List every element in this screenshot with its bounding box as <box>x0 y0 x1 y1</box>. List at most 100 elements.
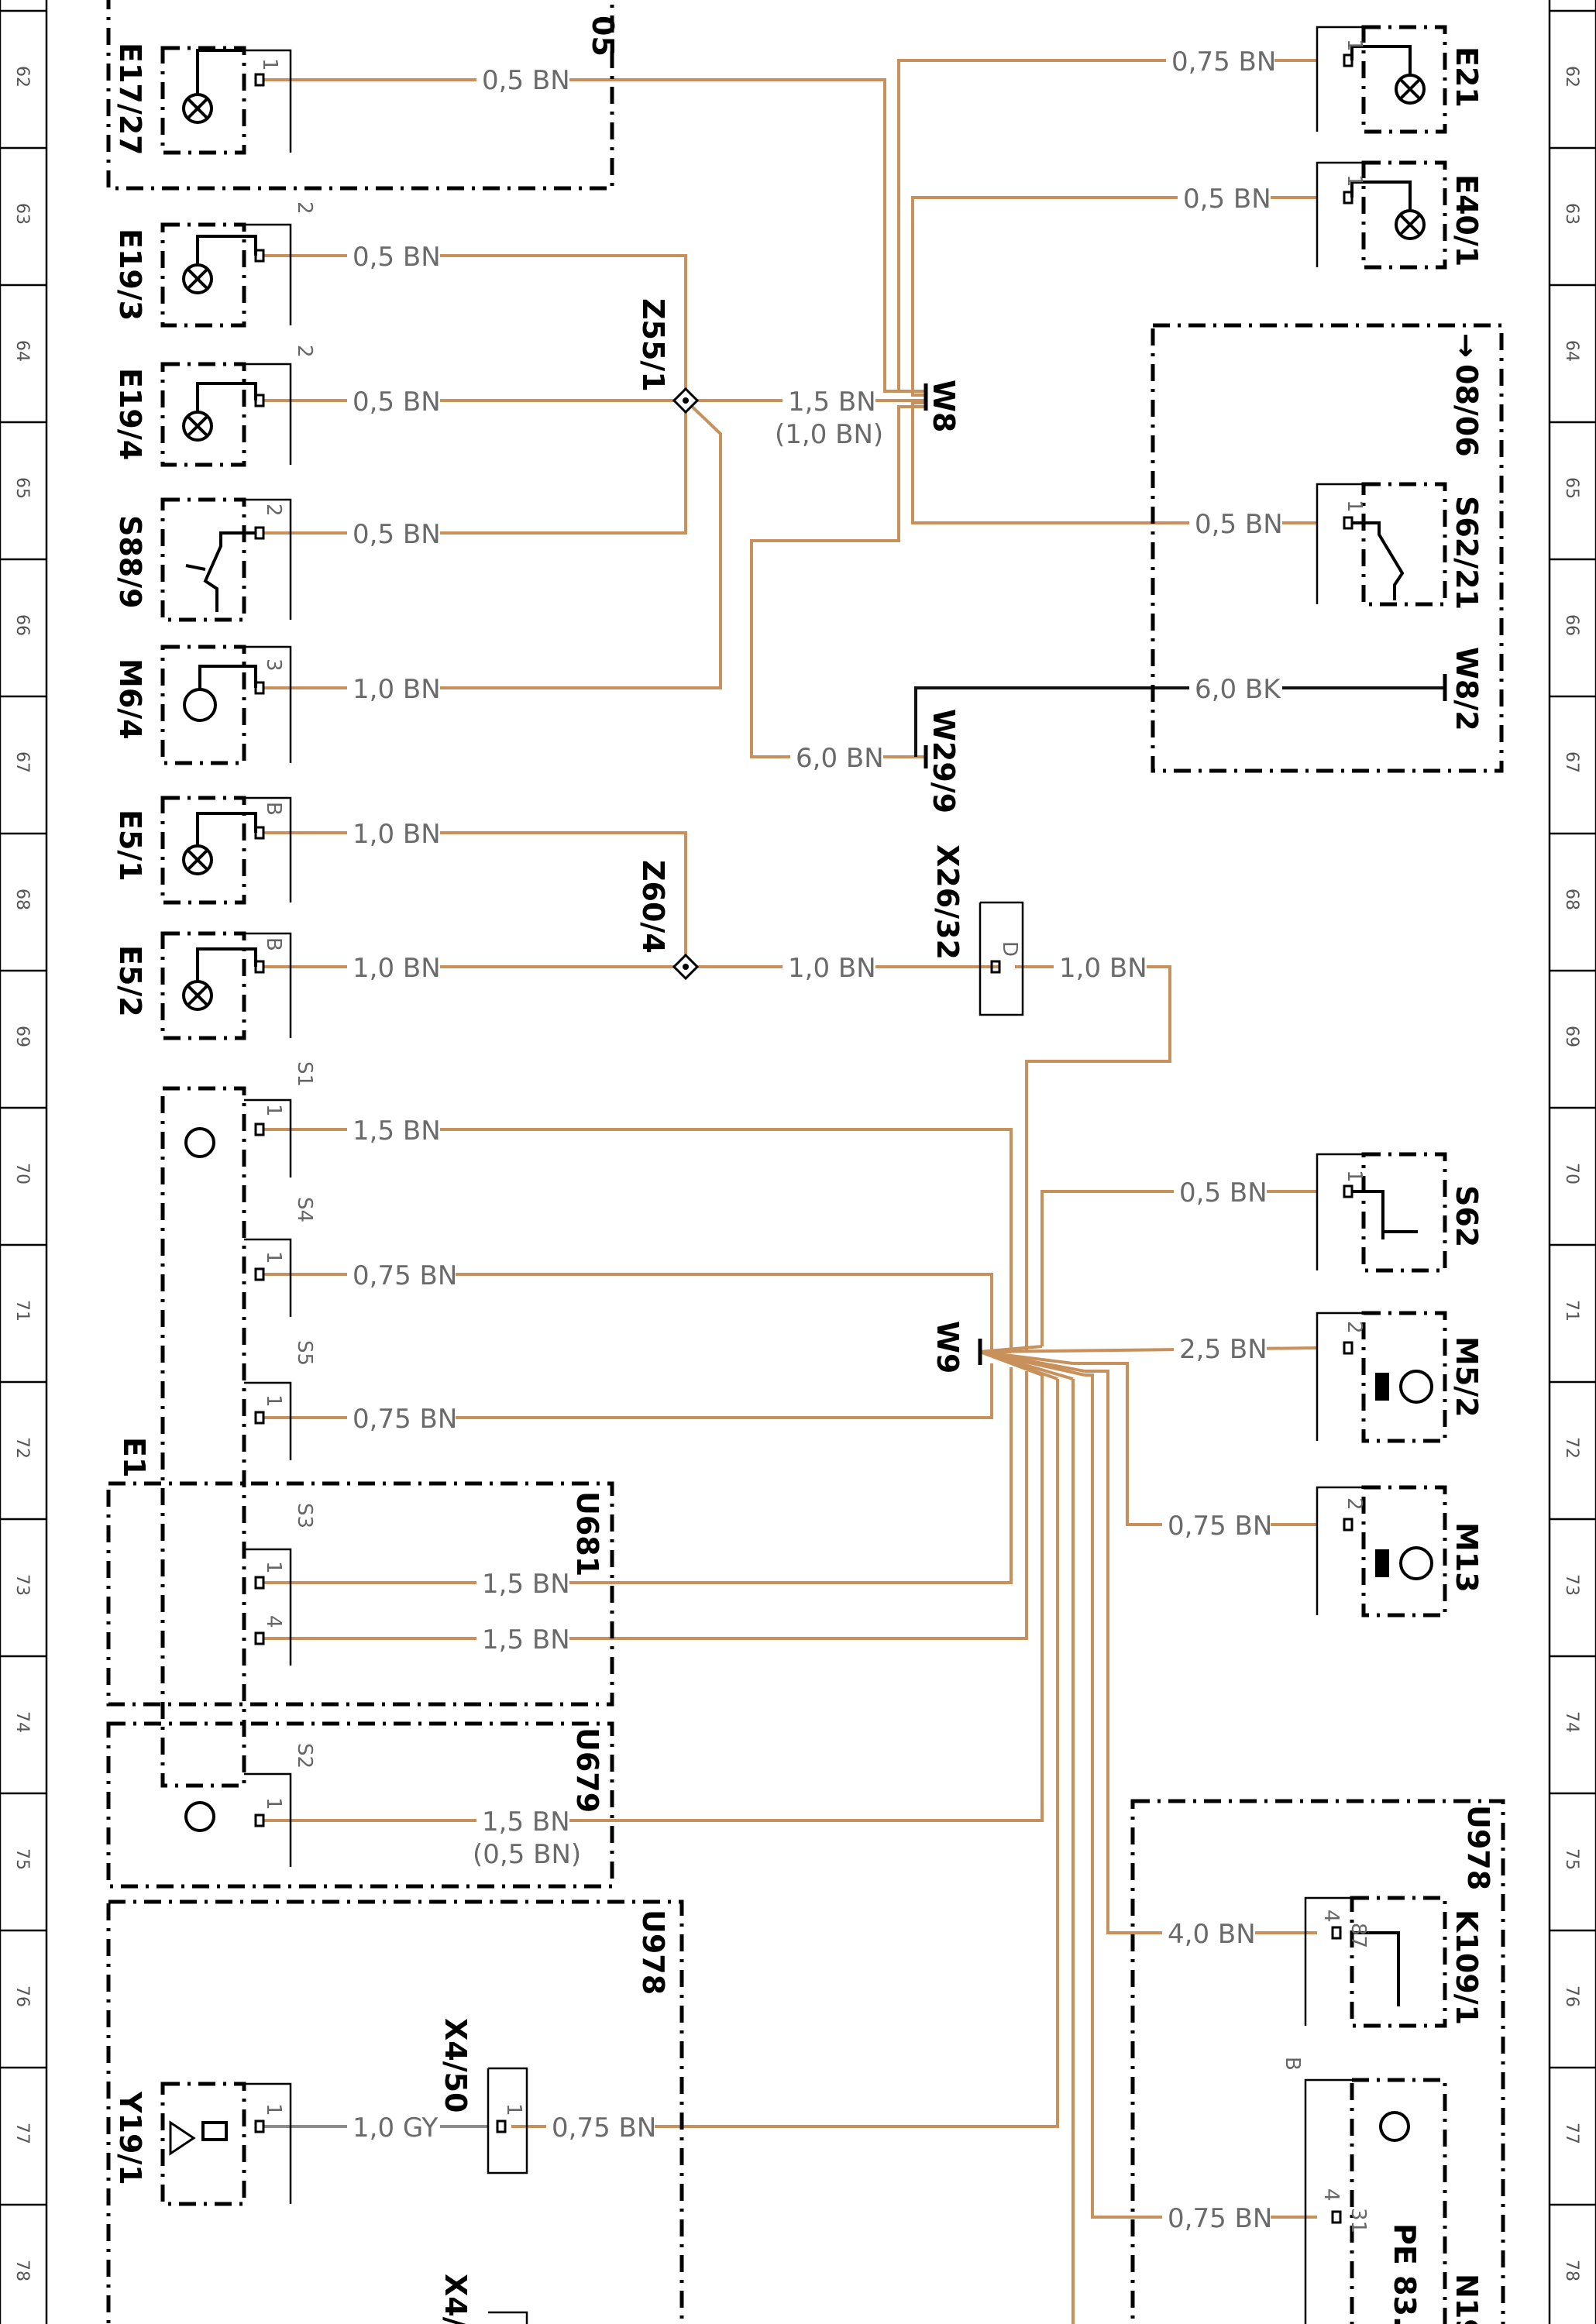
label-z60-4: Z60/4 <box>636 860 670 954</box>
box-u978-right <box>1130 1799 1505 2324</box>
pin-s2: S2 <box>293 1743 316 1769</box>
wire-label-z60-out: 1,0 BN <box>788 953 876 984</box>
label-n19: N19 <box>1450 2274 1484 2324</box>
box-08-06-group <box>1151 323 1504 773</box>
pin-s62: 1 <box>1343 1170 1366 1183</box>
grid-row-label: 62 <box>12 66 32 88</box>
s62-21-switch <box>1316 482 1447 607</box>
left-grid-strip <box>0 0 48 2324</box>
label-x26-32: X26/32 <box>930 844 965 960</box>
e1-s1-sensor <box>184 1098 292 1177</box>
label-e5-1: E5/1 <box>113 810 147 882</box>
pin-s4-num: 1 <box>262 1251 285 1264</box>
wire-label-x26-out: 1,0 BN <box>1059 953 1147 984</box>
e5-2-lamp <box>160 931 292 1040</box>
x26-32-connector <box>979 901 1024 1016</box>
pin-s3: S3 <box>293 1503 316 1528</box>
label-pe835: PE 83.5 <box>1388 2223 1422 2324</box>
wire-label-m6-4: 1,0 BN <box>353 674 441 705</box>
label-u679: U679 <box>570 1728 604 1813</box>
grid-row-label: 62 <box>1562 66 1581 88</box>
wire-labels: 0,5 BN 0,5 BN 0,5 BN 0,5 BN 1,0 BN 1,0 B… <box>347 45 1283 2234</box>
grid-row-label: 76 <box>12 1985 32 2007</box>
label-z55-1: Z55/1 <box>636 298 670 392</box>
label-w29-9: W29/9 <box>927 709 961 813</box>
grid-row-label: 66 <box>1562 614 1581 636</box>
grid-row-label: 70 <box>1562 1163 1581 1184</box>
label-m13: M13 <box>1450 1522 1484 1593</box>
grid-row-label: 78 <box>12 2260 32 2281</box>
pin-s5-num: 1 <box>262 1394 285 1408</box>
grid-row-label: 74 <box>12 1711 32 1733</box>
label-x4-50: X4/50 <box>439 2018 473 2113</box>
grid-row-label: 73 <box>12 1574 32 1596</box>
right-grid-strip <box>1548 0 1596 2324</box>
pin-s2-num: 1 <box>262 1797 285 1810</box>
grid-row-label: 78 <box>1562 2260 1581 2281</box>
e21-lamp <box>1316 25 1447 134</box>
z55-1-splice <box>672 387 700 414</box>
e19-3-lamp <box>160 222 292 328</box>
z60-4-splice <box>672 953 700 981</box>
wire-label-s2-alt: (0,5 BN) <box>473 1839 581 1870</box>
grid-row-label: 67 <box>1562 751 1581 773</box>
e1-s4-sensor <box>244 1238 292 1317</box>
label-u681: U681 <box>570 1491 604 1576</box>
wire-label-s62-21: 0,5 BN <box>1195 509 1283 540</box>
pin-n19-4: 4 <box>1319 2188 1343 2202</box>
label-w9: W9 <box>930 1321 965 1373</box>
grid-row-label: 77 <box>12 2123 32 2144</box>
pin-e40-1: 1 <box>1343 174 1366 187</box>
wire-label-e19-3: 0,5 BN <box>353 242 441 273</box>
grid-row-label: 77 <box>1562 2123 1581 2144</box>
pin-x26-32: D <box>998 941 1021 957</box>
grid-row-label: 73 <box>1562 1574 1581 1596</box>
grid-row-label: 75 <box>1562 1848 1581 1870</box>
wire-label-s3-4: 1,5 BN <box>482 1624 570 1655</box>
wire-label-z55-w8: 1,5 BN <box>788 387 876 418</box>
e17-27-lamp <box>160 46 292 155</box>
n19-module <box>1304 2078 1447 2324</box>
pin-k109-4: 4 <box>1319 1910 1343 1923</box>
label-m6-4: M6/4 <box>113 658 147 740</box>
pin-n19-31: 31 <box>1347 2208 1370 2233</box>
label-e19-4: E19/4 <box>113 368 147 460</box>
grid-row-label: 67 <box>12 751 32 773</box>
label-s88-9: S88/9 <box>113 515 147 609</box>
wire-label-s5: 0,75 BN <box>353 1404 457 1435</box>
wire-label-e21: 0,75 BN <box>1171 46 1276 77</box>
label-w8-2: W8/2 <box>1450 647 1484 731</box>
grid-row-label: 65 <box>1562 477 1581 499</box>
pin-m5-2: 2 <box>1343 1321 1366 1334</box>
pin-e5-1: B <box>262 802 285 816</box>
wire-label-y19-gy: 1,0 GY <box>353 2113 439 2144</box>
pin-e5-2: B <box>262 937 285 951</box>
k109-1-relay <box>1304 1896 1447 2028</box>
y19-1-valve <box>160 2082 292 2206</box>
grid-row-label: 69 <box>12 1026 32 1047</box>
pin-y19-1: 1 <box>262 2103 285 2116</box>
grid-row-label: 65 <box>12 477 32 499</box>
e1-s5-sensor <box>244 1381 292 1460</box>
label-x4-partial: X4/ <box>439 2274 473 2324</box>
wire-label-k109: 4,0 BN <box>1168 1919 1256 1950</box>
pin-m6-4: 3 <box>262 658 285 672</box>
label-e21: E21 <box>1450 46 1484 108</box>
wire-label-w8-2: 6,0 BK <box>1195 674 1281 705</box>
wire-label-m5-2: 2,5 BN <box>1179 1334 1268 1365</box>
pin-e19-4: 2 <box>293 345 316 358</box>
wire-label-z55-w8-alt: (1,0 BN) <box>775 419 883 450</box>
label-k109-1: K109/1 <box>1450 1910 1484 2025</box>
e1-s3-sensor <box>244 1548 292 1666</box>
pin-s88-9: 2 <box>262 504 285 517</box>
grid-row-label: 72 <box>1562 1437 1581 1459</box>
label-e40-1: E40/1 <box>1450 174 1484 266</box>
s2-sensor <box>184 1772 292 1867</box>
m13-motor <box>1316 1485 1447 1618</box>
label-e19-3: E19/3 <box>113 229 147 321</box>
label-e1: E1 <box>117 1437 151 1477</box>
pin-e21: 1 <box>1343 39 1366 52</box>
grid-row-label: 74 <box>1562 1711 1581 1733</box>
